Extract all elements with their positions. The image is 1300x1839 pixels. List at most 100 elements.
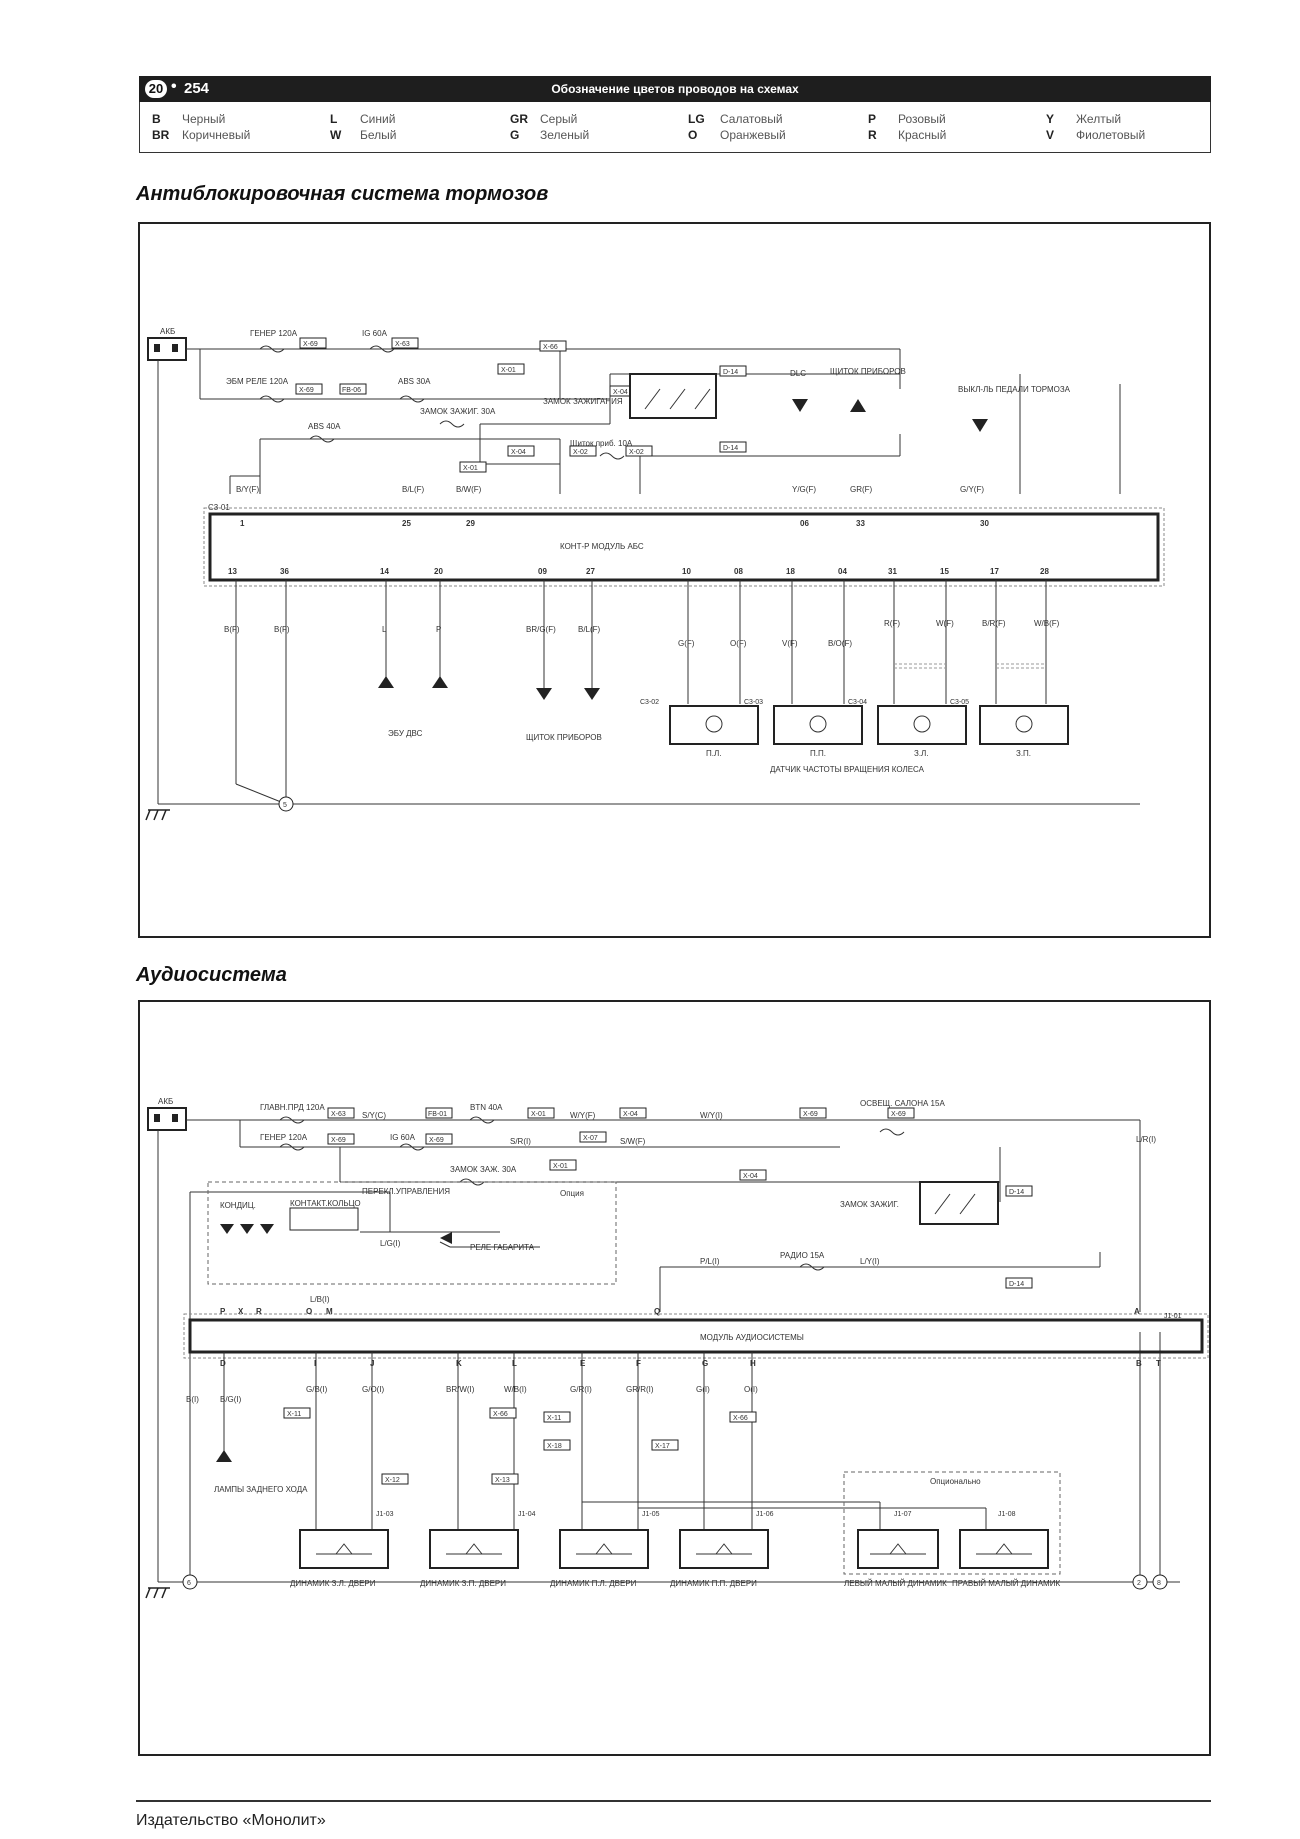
sensor-label: З.Л. <box>914 749 929 758</box>
module-pin: 36 <box>280 567 289 576</box>
speaker-label: ПРАВЫЙ МАЛЫЙ ДИНАМИК <box>952 1579 1060 1588</box>
ignition-switch-contacts <box>644 388 711 410</box>
legend-code: R <box>868 128 877 142</box>
connector-label: X-69 <box>891 1111 906 1118</box>
connector-label: X-12 <box>385 1477 400 1484</box>
ground-label: 5 <box>283 802 287 809</box>
connector-label: X-17 <box>655 1443 670 1450</box>
battery-label: АКБ <box>158 1097 173 1106</box>
battery-terminal <box>154 344 160 352</box>
wheel-speed-sensors <box>669 705 1069 745</box>
abs-diagram-frame: АКБ <box>138 222 1211 938</box>
module-pin: T <box>1156 1359 1161 1368</box>
publisher: Издательство «Монолит» <box>136 1812 326 1829</box>
legend-name: Синий <box>360 112 396 126</box>
rear-lamp-terminal-icon <box>216 1450 232 1462</box>
relay-terminal-icon <box>440 1232 452 1244</box>
wire-label: B/W(F) <box>456 485 482 494</box>
module-pin: 18 <box>786 567 795 576</box>
contact-ring-box <box>289 1207 359 1231</box>
module-pin: P <box>220 1307 226 1316</box>
connector-label: J1-07 <box>894 1511 912 1518</box>
wire-label: L/G(I) <box>380 1239 401 1248</box>
speaker-label: ДИНАМИК П.П. ДВЕРИ <box>670 1579 757 1588</box>
wire-label: G/R(I) <box>570 1385 592 1394</box>
ecm-terminal-icon <box>378 676 394 688</box>
speaker-label: ДИНАМИК З.П. ДВЕРИ <box>420 1579 506 1588</box>
connector-label: J1-06 <box>756 1511 774 1518</box>
module-pin: 10 <box>682 567 691 576</box>
fuse-label: ЭБМ РЕЛЕ 120А <box>226 377 289 386</box>
fuse-label: ABS 40A <box>308 422 341 431</box>
ignition-switch-label: ЗАМОК ЗАЖИГАНИЯ <box>543 397 623 406</box>
battery-terminal <box>172 344 178 352</box>
dlc-connector-icon <box>792 399 808 412</box>
wire-label: L/B(I) <box>310 1295 330 1304</box>
brake-switch-label: ВЫКЛ-ЛЬ ПЕДАЛИ ТОРМОЗА <box>958 385 1071 394</box>
ground-point <box>1152 1574 1168 1590</box>
wire-label: O(I) <box>744 1385 758 1394</box>
aircon-terminal-icon <box>240 1224 254 1234</box>
sensor-group-label: ДАТЧИК ЧАСТОТЫ ВРАЩЕНИЯ КОЛЕСА <box>770 765 925 774</box>
connector-label: J1-08 <box>998 1511 1016 1518</box>
wire-label: G/B(I) <box>306 1385 328 1394</box>
audio-module <box>188 1318 1204 1354</box>
fuse-label: ГЕНЕР 120А <box>260 1133 308 1142</box>
dash-bottom-label: ЩИТОК ПРИБОРОВ <box>526 733 602 742</box>
connector-label: X-63 <box>331 1111 346 1118</box>
fuse-label: ЗАМОК ЗАЖ. 30А <box>450 1165 517 1174</box>
connector-label: X-02 <box>629 449 644 456</box>
connector-label: X-07 <box>583 1135 598 1142</box>
module-pin: 13 <box>228 567 237 576</box>
wire-label: W/Y(I) <box>700 1111 723 1120</box>
wire-label: O(F) <box>730 639 747 648</box>
module-pin: I <box>314 1359 316 1368</box>
legend-code: LG <box>688 112 705 126</box>
connector-label: X-04 <box>623 1111 638 1118</box>
wire-label: GR/R(I) <box>626 1385 654 1394</box>
module-pin: H <box>750 1359 756 1368</box>
color-legend: B Черный BR Коричневый L Синий W Белый G… <box>139 102 1211 153</box>
wire-label: P/L(I) <box>700 1257 720 1266</box>
dlc-label: DLC <box>790 369 806 378</box>
fuse-label: ГЕНЕР 120А <box>250 329 298 338</box>
connector-label: J1-03 <box>376 1511 394 1518</box>
dash-terminal-icon <box>536 688 552 700</box>
audio-section-title: Аудиосистема <box>136 964 287 986</box>
module-pin: 31 <box>888 567 897 576</box>
ignition-switch-contacts <box>934 1193 976 1215</box>
wire-label: S/R(I) <box>510 1137 531 1146</box>
legend-code: V <box>1046 128 1055 142</box>
fuse-label: BTN 40A <box>470 1103 503 1112</box>
legend-code: GR <box>510 112 528 126</box>
module-pin: 06 <box>800 519 809 528</box>
legend-name: Розовый <box>898 112 946 126</box>
header-title: Обозначение цветов проводов на схемах <box>551 82 799 96</box>
sensor-connector: C3-05 <box>950 699 969 706</box>
fuse-label: ГЛАВН.ПРД 120А <box>260 1103 325 1112</box>
wire-label: S/Y(C) <box>362 1111 386 1120</box>
ground-label: 8 <box>1157 1580 1161 1587</box>
fuse-label: РАДИО 15А <box>780 1251 825 1260</box>
sensor-connector: C3-02 <box>640 699 659 706</box>
ignition-switch-box <box>919 1181 999 1225</box>
audio-wiring-diagram: АКБ ГЛАВН.ПРД 120А ГЕНЕР 120А IG 60A BTN… <box>145 1097 1209 1599</box>
battery-terminal <box>154 1114 160 1122</box>
connector-label: X-69 <box>303 341 318 348</box>
connector-label: J1-01 <box>1164 1313 1182 1320</box>
connector-label: X-11 <box>287 1411 301 1418</box>
connector-label: X-13 <box>495 1477 510 1484</box>
speaker-label: ДИНАМИК П.Л. ДВЕРИ <box>550 1579 637 1588</box>
connector-label: X-63 <box>395 341 410 348</box>
abs-wiring-diagram: АКБ <box>145 327 1165 821</box>
legend-code: G <box>510 128 520 142</box>
dash-connector-icon <box>850 399 866 412</box>
module-pin: 33 <box>856 519 865 528</box>
module-pin: 27 <box>586 567 595 576</box>
audio-power-wires <box>157 1119 1180 1583</box>
wire-label: L/Y(I) <box>860 1257 880 1266</box>
connector-label: FB-01 <box>428 1111 447 1118</box>
connector-label: X-66 <box>543 344 558 351</box>
battery-terminal <box>172 1114 178 1122</box>
legend-name: Салатовый <box>720 112 783 126</box>
